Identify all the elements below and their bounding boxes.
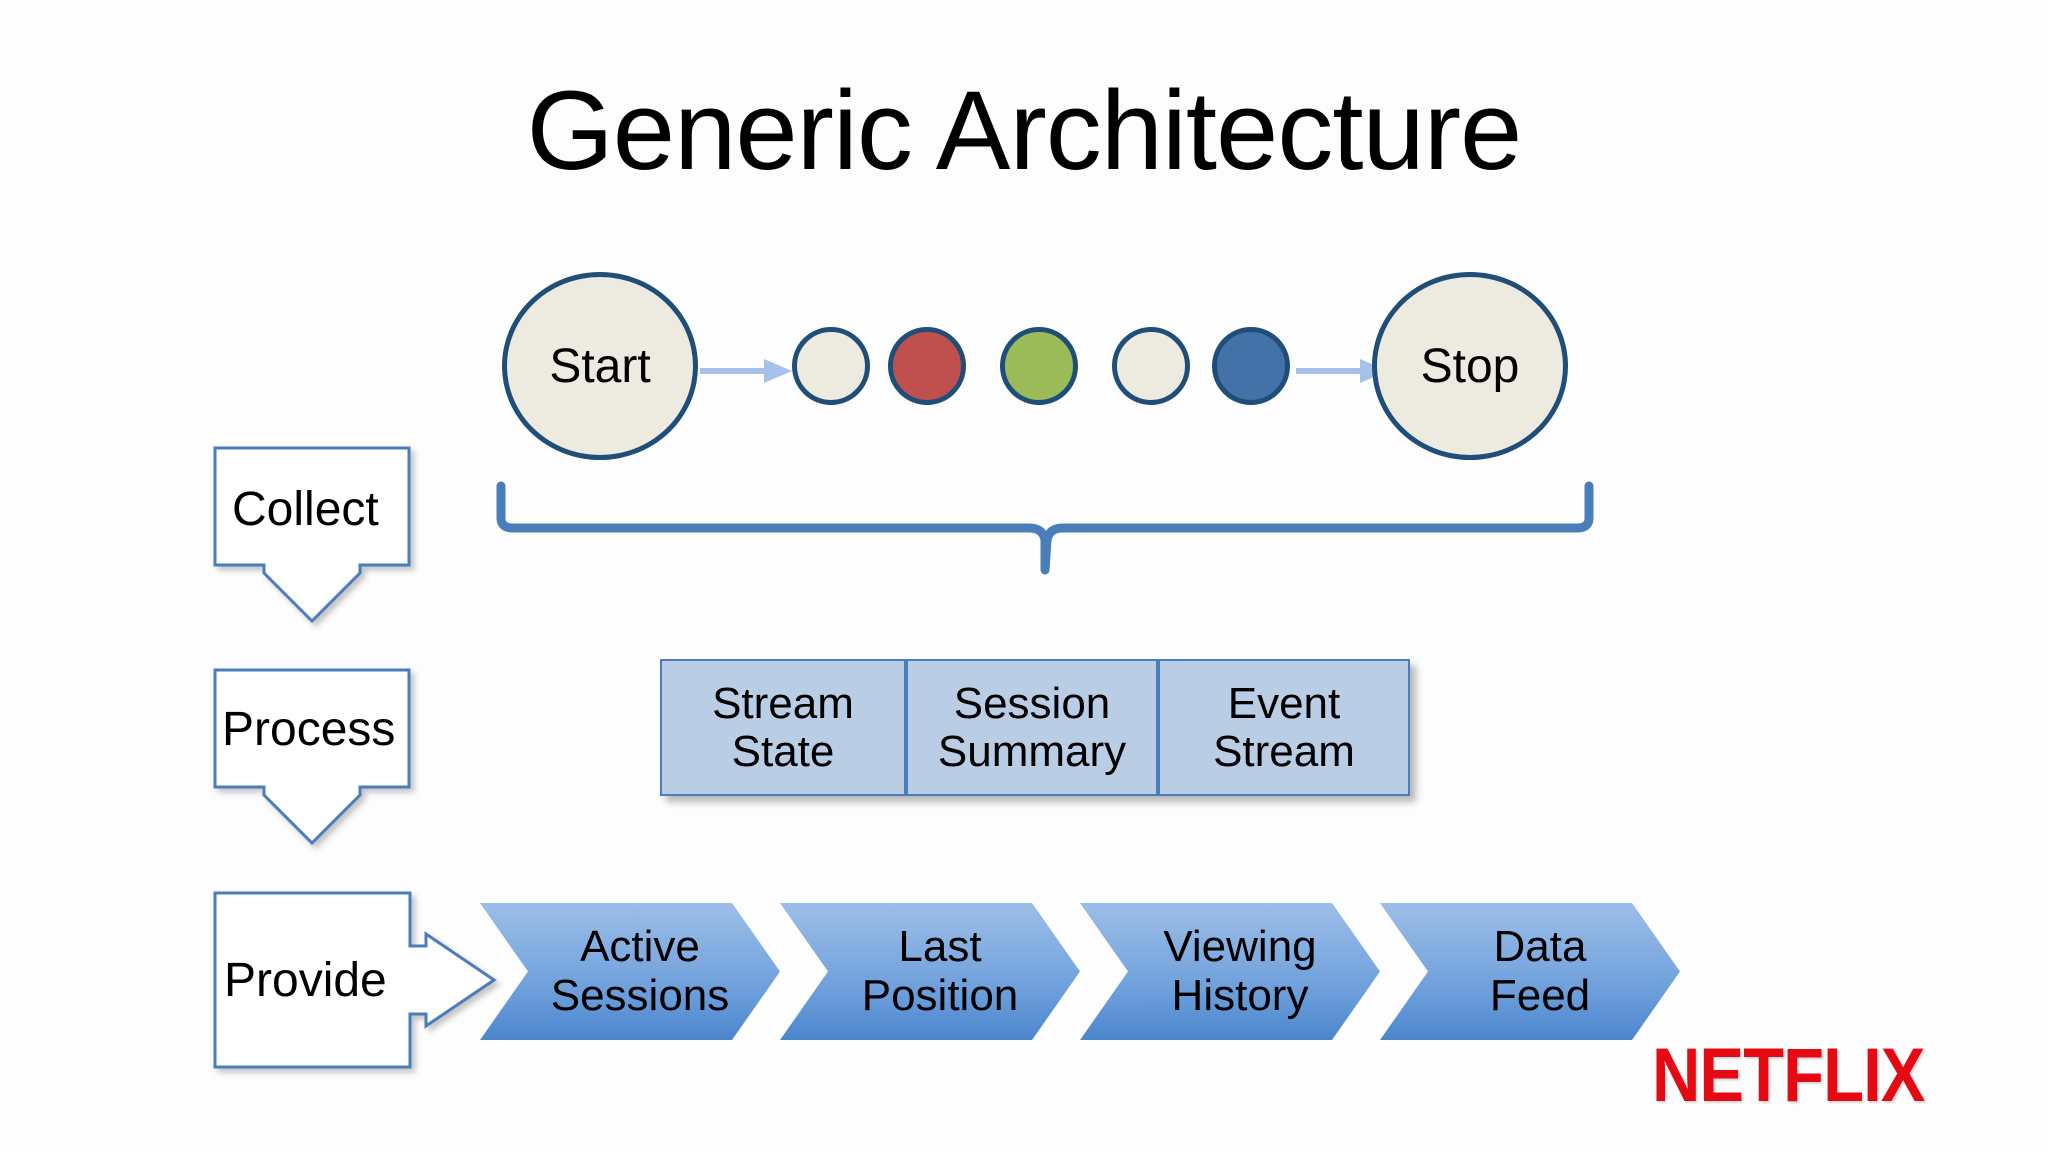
process-output-line2: Summary	[937, 726, 1127, 776]
stage-process-label: Process	[222, 703, 396, 756]
stop-circle: Stop	[1372, 272, 1568, 460]
provide-output-line2: Position	[861, 970, 1019, 1020]
process-output-line1: Event	[1227, 678, 1341, 728]
page-title: Generic Architecture	[526, 68, 1523, 193]
provide-output-line1: Last	[898, 922, 982, 972]
start-circle: Start	[502, 272, 698, 460]
process-output-line1: Stream	[712, 678, 854, 728]
arrow-events-to-stop	[1296, 355, 1394, 387]
stage-provide-label: Provide	[224, 954, 387, 1007]
process-output-line2: State	[731, 726, 835, 776]
process-output-box: Stream State	[660, 659, 906, 796]
provide-output-chevron: Active Sessions	[480, 903, 780, 1040]
provide-output-chevron: Data Feed	[1380, 903, 1680, 1040]
collect-brace	[495, 478, 1595, 578]
stage-collect-label: Collect	[232, 483, 379, 536]
event-circle-2	[888, 327, 966, 405]
stage-process	[212, 667, 412, 849]
provide-output-line1: Viewing	[1163, 922, 1317, 972]
netflix-logo: NETFLIX	[1652, 1033, 1925, 1118]
provide-output-line2: Sessions	[550, 970, 730, 1020]
stage-collect	[212, 445, 412, 627]
provide-output-line1: Active	[580, 922, 700, 972]
provide-output-line1: Data	[1493, 922, 1587, 972]
process-output-box: Session Summary	[906, 659, 1158, 796]
provide-output-line2: Feed	[1489, 970, 1591, 1020]
provide-output-line2: History	[1171, 970, 1309, 1020]
provide-output-chevron: Viewing History	[1080, 903, 1380, 1040]
event-circle-5	[1212, 327, 1290, 405]
process-output-box: Event Stream	[1158, 659, 1410, 796]
arrow-start-to-events	[700, 355, 798, 387]
event-circle-3	[1000, 327, 1078, 405]
process-output-line1: Session	[953, 678, 1111, 728]
provide-output-chevron: Last Position	[780, 903, 1080, 1040]
event-circle-1	[792, 327, 870, 405]
stage-provide	[212, 890, 502, 1070]
process-output-line2: Stream	[1213, 726, 1355, 776]
start-circle-label: Start	[549, 339, 651, 393]
stop-circle-label: Stop	[1420, 339, 1520, 393]
process-output-row: Stream State Session Summary Event Strea…	[660, 659, 1410, 796]
event-circle-4	[1112, 327, 1190, 405]
